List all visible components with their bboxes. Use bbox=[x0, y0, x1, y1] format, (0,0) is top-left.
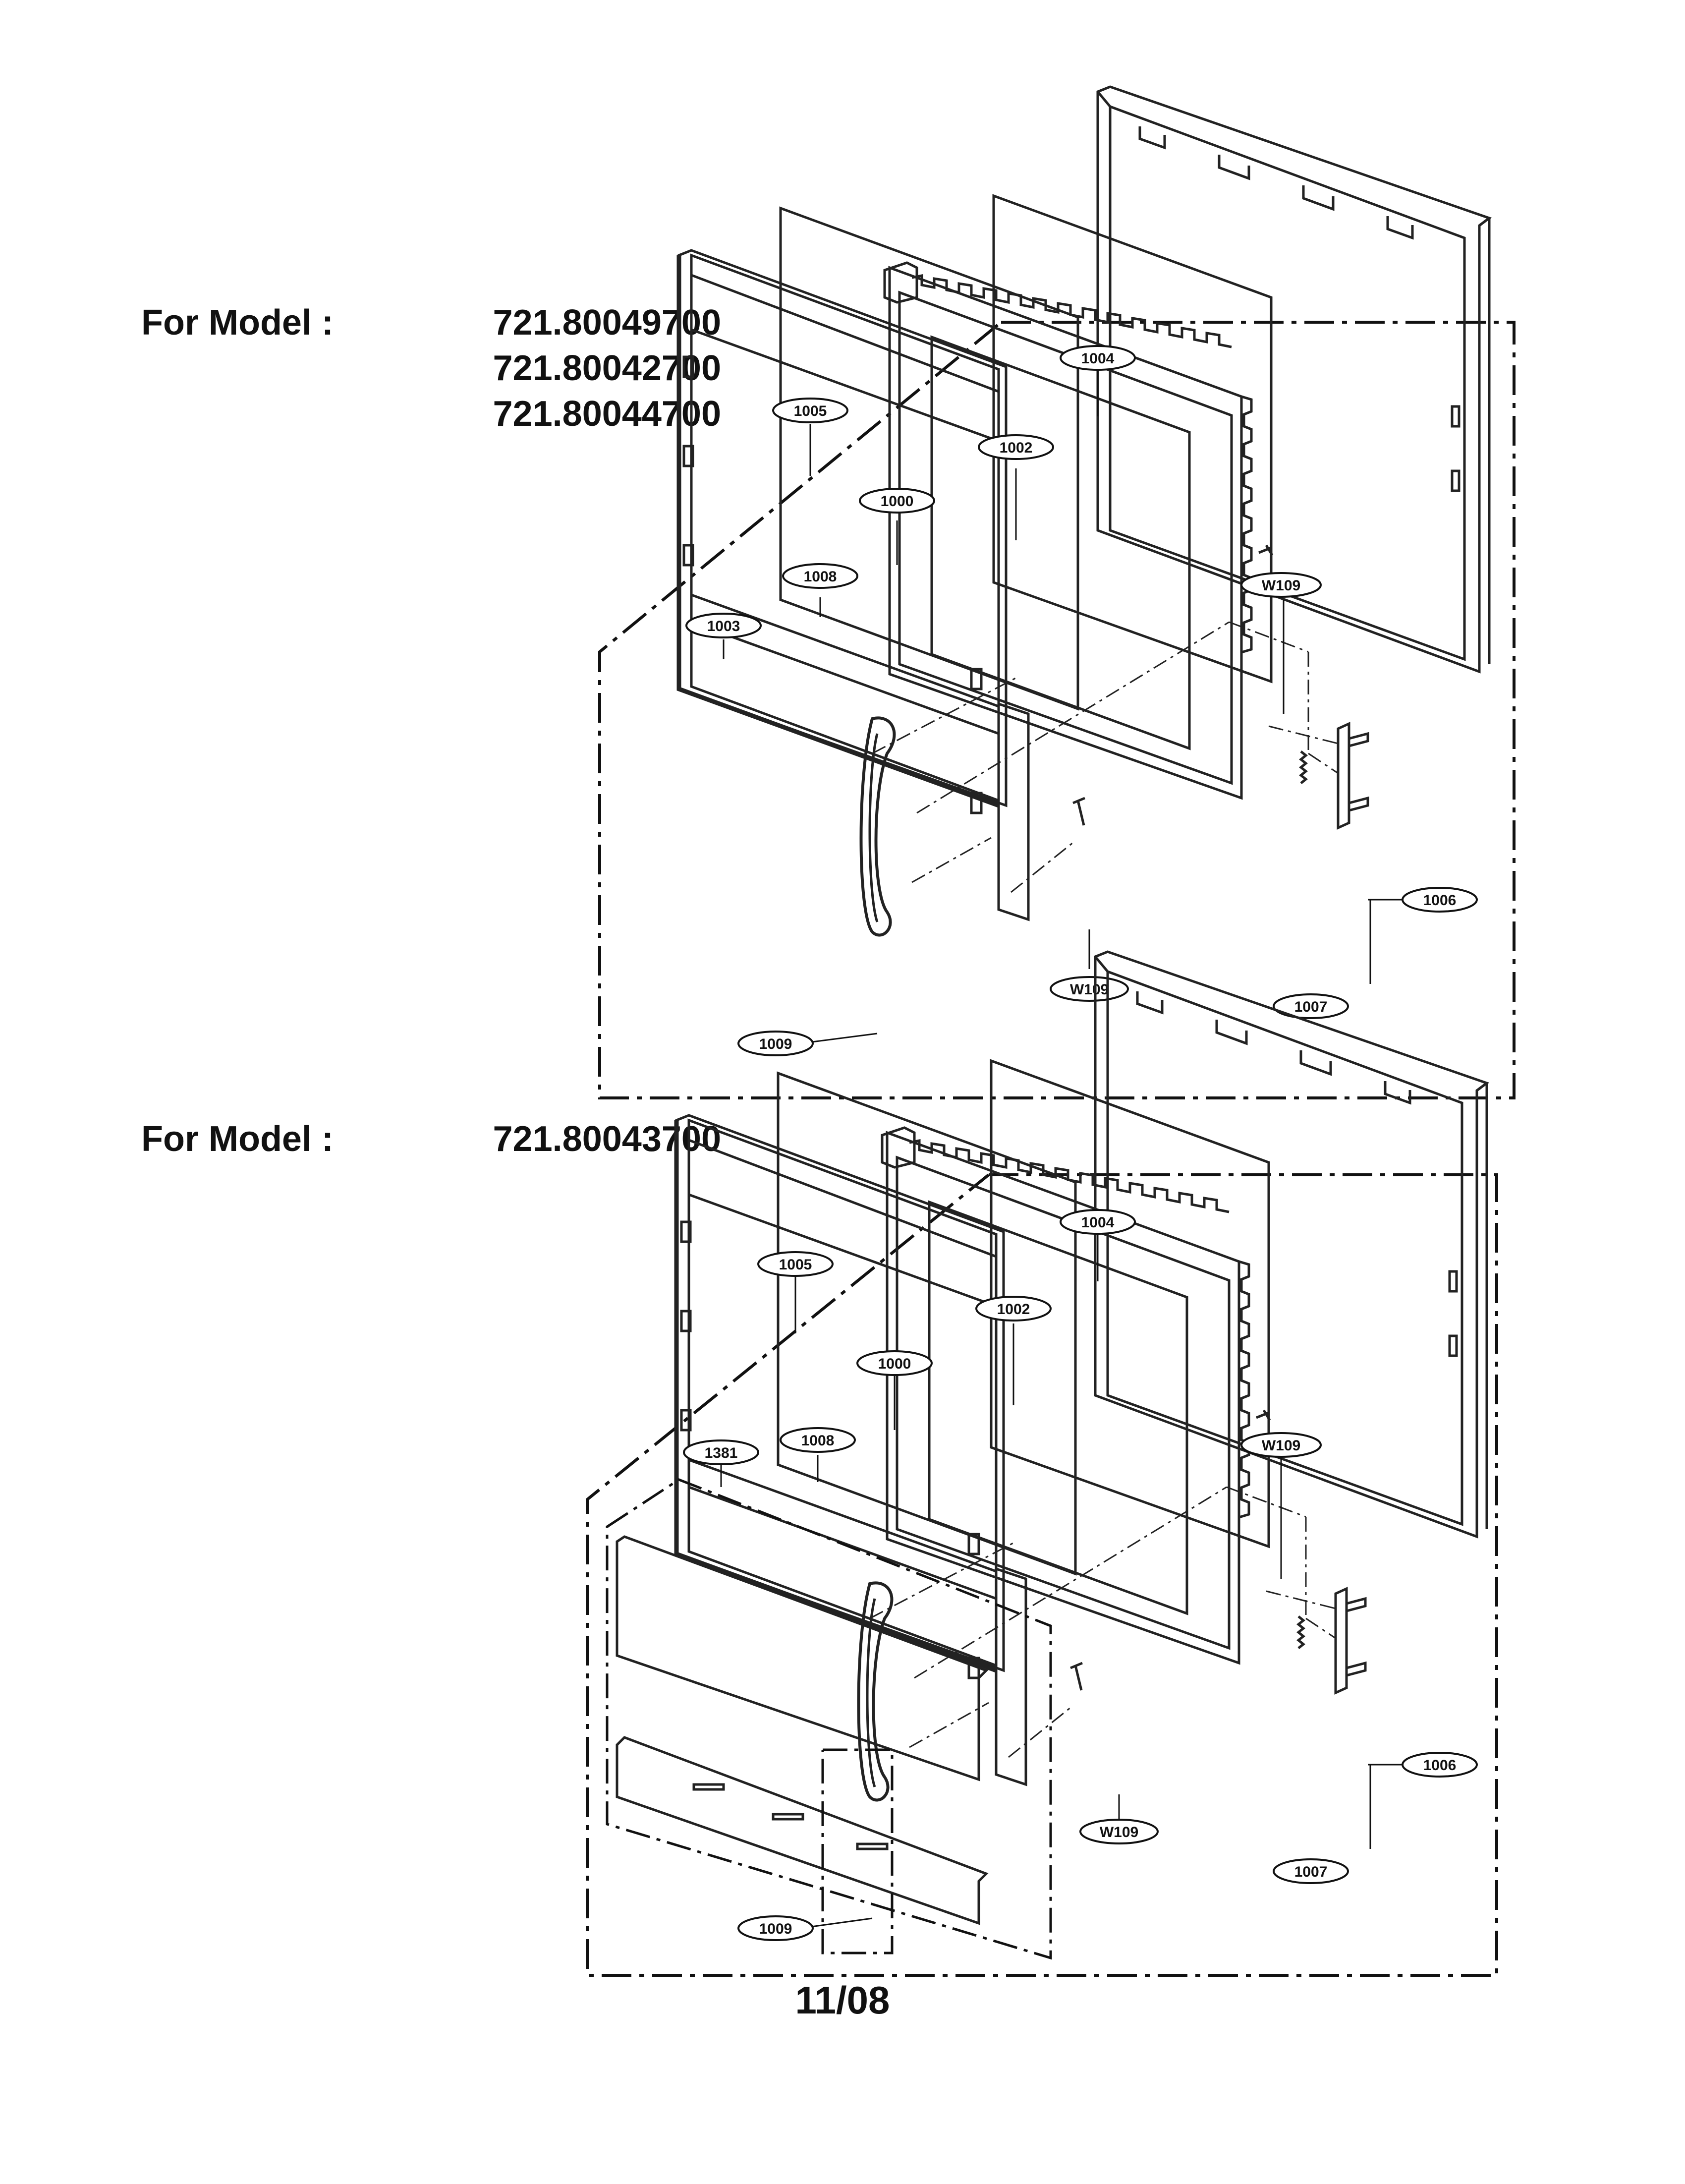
callout-label: 1008 bbox=[801, 1433, 835, 1449]
callout: W109 bbox=[1240, 572, 1322, 598]
callout: 1009 bbox=[737, 1031, 814, 1056]
callout-label: 1005 bbox=[779, 1257, 812, 1273]
callout: 1005 bbox=[772, 398, 848, 423]
callout: 1003 bbox=[685, 613, 762, 638]
callout-label: 1007 bbox=[1294, 999, 1328, 1015]
callout: 1006 bbox=[1402, 887, 1478, 913]
callout-label: 1004 bbox=[1081, 1214, 1115, 1231]
callout: 1005 bbox=[757, 1251, 834, 1277]
callout: 1007 bbox=[1273, 993, 1349, 1019]
diagram-top: 1004 1005 1002 1000 1008 1003 bbox=[441, 32, 1516, 1099]
callout-label: 1006 bbox=[1423, 1757, 1457, 1774]
callout: W109 bbox=[1240, 1432, 1322, 1458]
callout: 1004 bbox=[1060, 345, 1136, 371]
callout-label: 1007 bbox=[1294, 1864, 1328, 1880]
callout-label: 1381 bbox=[705, 1445, 738, 1461]
callout: 1008 bbox=[780, 1427, 856, 1453]
callout: 1006 bbox=[1402, 1752, 1478, 1778]
door-assembly bbox=[439, 897, 1487, 1800]
callout: W109 bbox=[1050, 976, 1129, 1002]
callout-label: 1009 bbox=[759, 1921, 792, 1937]
callout-label: 1004 bbox=[1081, 350, 1115, 367]
callout-label: 1005 bbox=[794, 403, 827, 419]
callout-label: 1000 bbox=[878, 1356, 911, 1372]
callout-label: 1009 bbox=[759, 1036, 792, 1052]
callout: 1007 bbox=[1273, 1858, 1349, 1884]
model-number: 721.80043700 bbox=[493, 1119, 721, 1159]
callout: 1000 bbox=[859, 488, 935, 514]
callout: W109 bbox=[1079, 1819, 1159, 1844]
callout: 1002 bbox=[975, 1296, 1052, 1322]
subassembly-outline bbox=[606, 1478, 1052, 1960]
handle-outline bbox=[821, 1748, 894, 1954]
callout-label: 1006 bbox=[1423, 892, 1457, 909]
callout-label: W109 bbox=[1262, 1437, 1300, 1454]
boundary-dashed bbox=[586, 1173, 1498, 1977]
model-number: 721.80049700 bbox=[493, 303, 721, 343]
page-number: 11/08 bbox=[795, 1978, 890, 2022]
model-prefix: For Model : bbox=[141, 1119, 334, 1159]
callout-label: 1003 bbox=[707, 618, 740, 634]
callout-label: W109 bbox=[1100, 1824, 1138, 1840]
callout: 1004 bbox=[1060, 1209, 1136, 1235]
callout-label: 1002 bbox=[997, 1301, 1030, 1318]
boundary-dashed bbox=[598, 321, 1516, 1099]
callout-label: 1000 bbox=[881, 493, 914, 510]
callout: 1008 bbox=[782, 563, 858, 589]
callout: 1002 bbox=[978, 434, 1054, 460]
callout-label: 1008 bbox=[804, 569, 837, 585]
callout: 1009 bbox=[737, 1915, 814, 1941]
callout-label: W109 bbox=[1070, 981, 1109, 998]
callout-label: W109 bbox=[1262, 577, 1300, 594]
model-header-bottom: For Model : 721.80043700 bbox=[141, 1119, 721, 1161]
model-number: 721.80044700 bbox=[493, 394, 721, 434]
model-prefix: For Model : bbox=[141, 303, 334, 343]
callout-label: 1002 bbox=[1000, 440, 1033, 456]
callout: 1381 bbox=[683, 1439, 759, 1465]
callout: 1000 bbox=[856, 1350, 933, 1376]
diagram-bottom: 1004 1005 1002 1000 1381 1008 bbox=[439, 897, 1498, 1977]
